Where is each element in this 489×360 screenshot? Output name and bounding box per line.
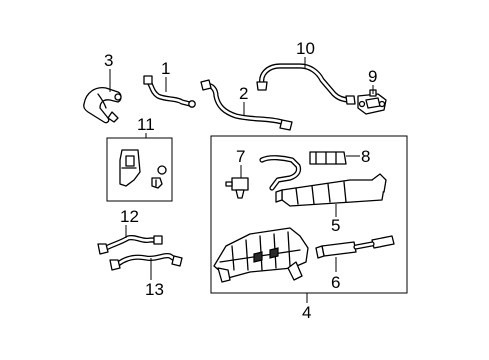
callout-12: 12 [120,207,139,226]
callout-9: 9 [368,67,377,86]
part-3-hose-bracket [83,86,122,124]
part-6-filter [315,235,395,259]
part-10-formed-tube [256,63,356,105]
callout-11: 11 [137,115,155,134]
callout-10: 10 [296,39,315,58]
callout-7: 7 [236,147,245,166]
part-4-canister-housing [213,227,309,283]
part-12-sensor [97,234,163,255]
callout-6: 6 [331,273,340,292]
callout-5: 5 [331,216,340,235]
callout-1: 1 [161,59,170,78]
callout-4: 4 [302,303,311,322]
part-13-sensor [109,252,183,271]
part-11-bracket-bolt [119,149,167,189]
callout-13: 13 [145,280,164,299]
callout-8: 8 [361,147,370,166]
part-2-long-hose [200,79,293,131]
part-8-valve [259,151,347,191]
callout-2: 2 [239,84,248,103]
part-9-valve-bracket [357,89,387,115]
part-5-canister [275,173,387,207]
part-7-connector [225,177,249,199]
part-4-frame [210,135,408,294]
part-1-hose [143,75,196,108]
callout-3: 3 [104,51,113,70]
part-11-frame [106,137,173,202]
